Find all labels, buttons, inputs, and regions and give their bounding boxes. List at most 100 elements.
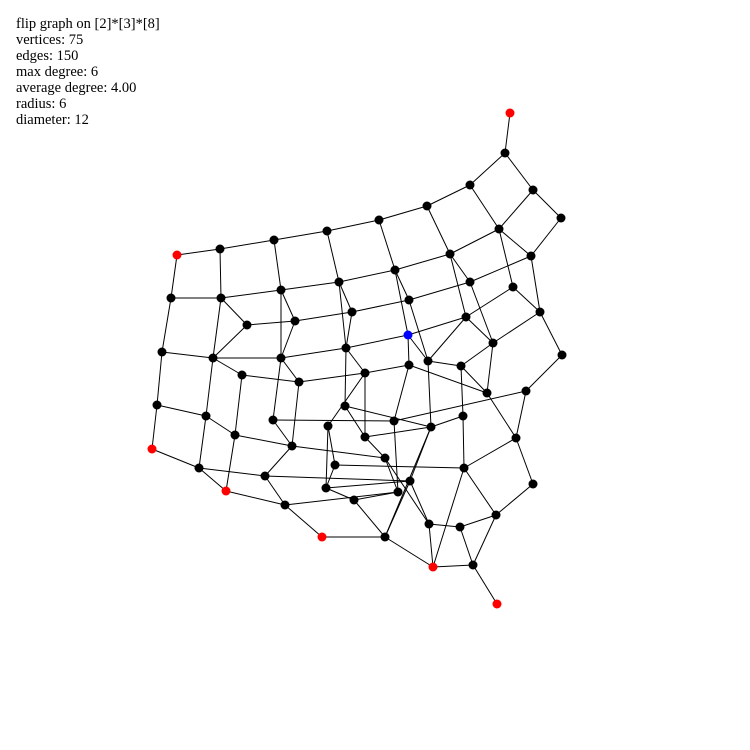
graph-vertex xyxy=(260,471,270,481)
graph-edge xyxy=(198,467,266,477)
graph-edge xyxy=(325,487,355,501)
graph-edge xyxy=(460,365,488,394)
graph-edge xyxy=(334,464,465,469)
graph-vertex xyxy=(405,476,415,486)
graph-edge xyxy=(241,374,300,383)
graph-vertex xyxy=(424,519,434,529)
graph-vertex xyxy=(215,244,225,254)
graph-edge xyxy=(463,437,517,469)
graph-edge xyxy=(428,523,461,528)
graph-vertex xyxy=(455,522,465,532)
graph-edge xyxy=(234,434,293,447)
graph-edge xyxy=(161,297,172,353)
graph-vertex xyxy=(323,421,333,431)
graph-edge xyxy=(327,372,366,427)
graph-edge xyxy=(427,316,467,362)
graph-edge xyxy=(469,281,494,344)
graph-edge xyxy=(225,434,236,492)
graph-vertex xyxy=(360,432,370,442)
graph-edge xyxy=(465,316,494,344)
graph-vertex xyxy=(334,277,344,287)
graph-vertex xyxy=(380,532,390,542)
graph-vertex xyxy=(458,411,468,421)
graph-info: flip graph on [2]*[3]*[8] vertices: 75 e… xyxy=(16,16,160,128)
graph-edge xyxy=(353,491,399,501)
graph-vertex xyxy=(482,388,492,398)
graph-vertex xyxy=(194,463,204,473)
graph-edge xyxy=(532,189,562,219)
graph-edge xyxy=(525,354,563,392)
graph-edge xyxy=(364,436,386,459)
graph-vertex xyxy=(380,453,390,463)
graph-vertex xyxy=(166,293,176,303)
graph-edge xyxy=(151,448,200,469)
vertex-count: vertices: 75 xyxy=(16,32,84,48)
graph-edge xyxy=(460,342,494,367)
graph-edge xyxy=(504,112,511,154)
graph-vertex xyxy=(528,185,538,195)
graph-vertex xyxy=(511,433,521,443)
graph-edge xyxy=(273,239,282,291)
graph-vertex xyxy=(557,350,567,360)
graph-edge xyxy=(378,219,396,271)
graph-edge xyxy=(469,255,532,283)
graph-edge xyxy=(486,392,517,439)
graph-edge xyxy=(465,286,514,318)
graph-edge xyxy=(393,420,399,493)
graph-vertex xyxy=(287,441,297,451)
graph-edge xyxy=(272,419,395,422)
graph-edge xyxy=(291,445,386,459)
graph-edge xyxy=(430,415,464,428)
graph-edge xyxy=(272,419,293,447)
graph-edge xyxy=(345,347,366,374)
graph-vertex-peripheral xyxy=(147,444,157,454)
graph-edge xyxy=(212,357,243,376)
graph-edge xyxy=(219,239,275,250)
graph-vertex xyxy=(494,224,504,234)
graph-edge xyxy=(472,514,497,566)
graph-edge xyxy=(326,230,340,283)
graph-edge xyxy=(220,297,248,326)
graph-edge xyxy=(338,269,396,283)
graph-edge xyxy=(498,228,532,257)
graph-edge xyxy=(272,357,282,421)
graph-edge xyxy=(170,254,178,299)
graph-edge xyxy=(225,490,286,506)
graph-vertex xyxy=(374,215,384,225)
graph-vertex xyxy=(237,370,247,380)
graph-edge xyxy=(512,286,541,313)
graph-vertex xyxy=(535,307,545,317)
graph-edge xyxy=(432,467,465,568)
graph-edge xyxy=(345,334,409,349)
graph-vertex xyxy=(423,356,433,366)
graph-edge xyxy=(198,415,207,469)
graph-edge xyxy=(504,152,534,191)
graph-edge xyxy=(530,255,541,313)
graph-vertex xyxy=(488,338,498,348)
edge-layer xyxy=(151,112,563,605)
graph-edge xyxy=(212,324,248,359)
graph-edge xyxy=(384,457,399,493)
edge-count: edges: 150 xyxy=(16,48,79,64)
graph-edge xyxy=(384,457,430,525)
graph-vertex xyxy=(269,235,279,245)
graph-edge xyxy=(449,253,471,283)
graph-vertex xyxy=(389,416,399,426)
graph-edge xyxy=(515,390,527,439)
graph-edge xyxy=(327,425,336,466)
diameter: diameter: 12 xyxy=(16,112,89,128)
graph-vertex xyxy=(341,343,351,353)
graph-edge xyxy=(407,316,467,336)
graph-edge xyxy=(353,499,386,538)
graph-edge xyxy=(273,230,328,241)
graph-edge xyxy=(463,467,497,516)
graph-edge xyxy=(344,347,347,407)
graph-vertex xyxy=(276,285,286,295)
graph-edge xyxy=(298,372,366,383)
graph-vertex-peripheral xyxy=(428,562,438,572)
graph-edge xyxy=(338,281,347,349)
graph-vertex xyxy=(152,400,162,410)
graph-edge xyxy=(495,483,534,516)
graph-vertex-peripheral xyxy=(221,486,231,496)
graph-edge xyxy=(408,281,471,301)
